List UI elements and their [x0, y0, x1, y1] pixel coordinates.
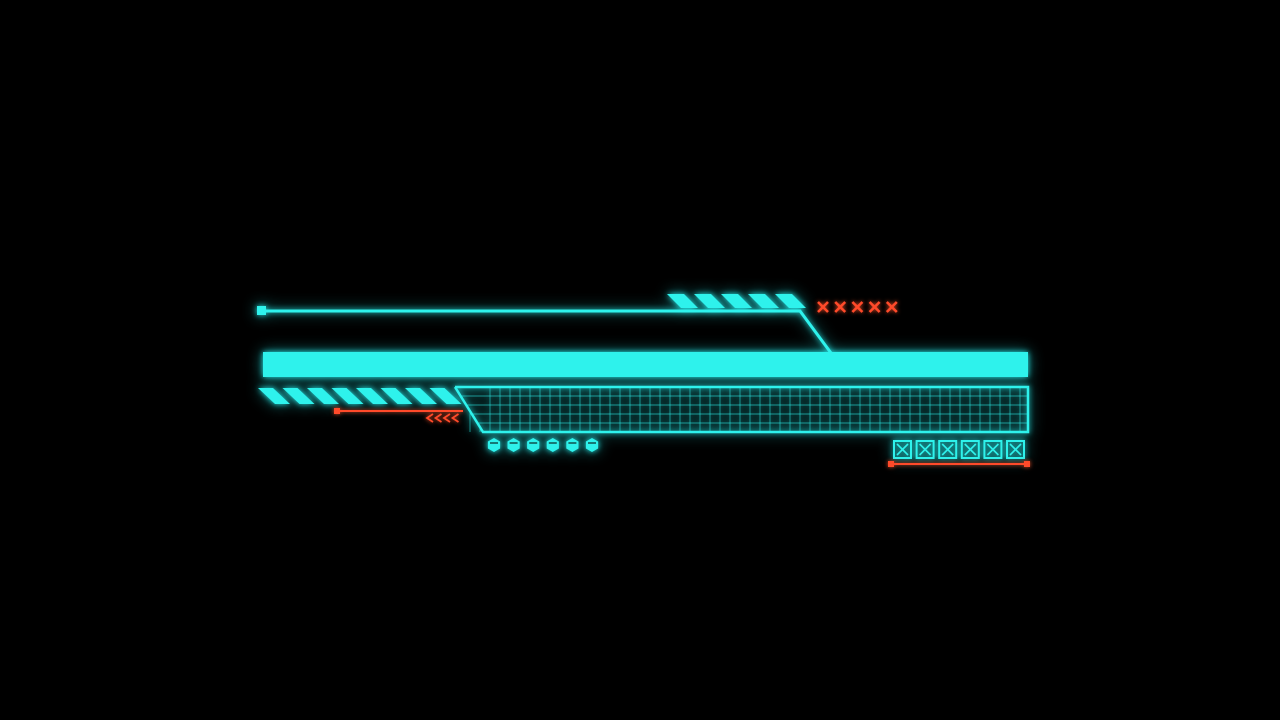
crossed-box-icon-cross — [964, 443, 977, 456]
top-line-end-node — [257, 306, 266, 315]
lower-stripe — [282, 388, 315, 404]
crossed-box-icon — [893, 440, 912, 459]
hexagon-icon — [546, 438, 559, 452]
cyan-frame-group — [257, 294, 1030, 459]
grid-panel-outline — [453, 385, 1030, 434]
top-stripe — [721, 294, 752, 308]
crossed-box-icon — [1006, 440, 1025, 459]
hexagon-icon — [566, 438, 579, 452]
lower-stripe — [356, 388, 388, 404]
x-marker-icon — [817, 301, 829, 313]
lower-stripe-group — [258, 388, 462, 404]
crossed-box-icon-group — [893, 440, 1025, 459]
crossed-box-icon — [983, 440, 1003, 459]
crossed-box-icon-cross — [986, 443, 999, 456]
chevron-left-icon — [450, 413, 459, 423]
x-marker-icon — [851, 301, 864, 313]
grid-panel-lines — [460, 387, 1028, 432]
hexagon-icon — [585, 438, 599, 452]
lower-stripe — [405, 388, 437, 404]
top-stripe — [694, 294, 725, 308]
top-stripe — [748, 294, 779, 308]
right-red-line-node-left — [888, 461, 894, 467]
top-stripe — [667, 294, 698, 308]
crossed-box-icon-cross — [919, 443, 932, 456]
crossed-box-icon-cross — [1009, 443, 1022, 456]
lower-stripe — [429, 388, 462, 404]
lower-stripe — [307, 388, 339, 404]
chevron-left-icon — [425, 413, 434, 423]
chevron-left-icon — [442, 413, 451, 423]
main-bar — [263, 352, 1028, 377]
lower-stripe — [380, 388, 413, 404]
x-marker-icon — [868, 301, 881, 313]
hexagon-icon — [527, 438, 540, 452]
crossed-box-icon — [938, 440, 958, 459]
crossed-box-icon — [960, 440, 980, 459]
chevron-left-icon — [433, 413, 442, 423]
top-stripe — [775, 294, 806, 308]
crossed-box-icon-cross — [896, 443, 909, 456]
top-thin-line — [262, 309, 833, 354]
hexagon-icon-group — [487, 438, 599, 452]
red-accent-group — [334, 301, 1030, 467]
lower-stripe — [258, 388, 290, 404]
crossed-box-icon — [915, 440, 935, 459]
x-marker-icon — [834, 301, 847, 313]
hexagon-icon — [507, 438, 520, 452]
right-red-line-node-right — [1024, 461, 1030, 467]
hexagon-icon — [487, 438, 501, 452]
crossed-box-icon-cross — [941, 443, 954, 456]
x-marker-icon-group — [817, 301, 898, 313]
lower-stripe — [331, 388, 364, 404]
chevron-left-icon-group — [425, 413, 459, 423]
top-stripe-group — [667, 294, 806, 308]
x-marker-icon — [885, 301, 898, 313]
